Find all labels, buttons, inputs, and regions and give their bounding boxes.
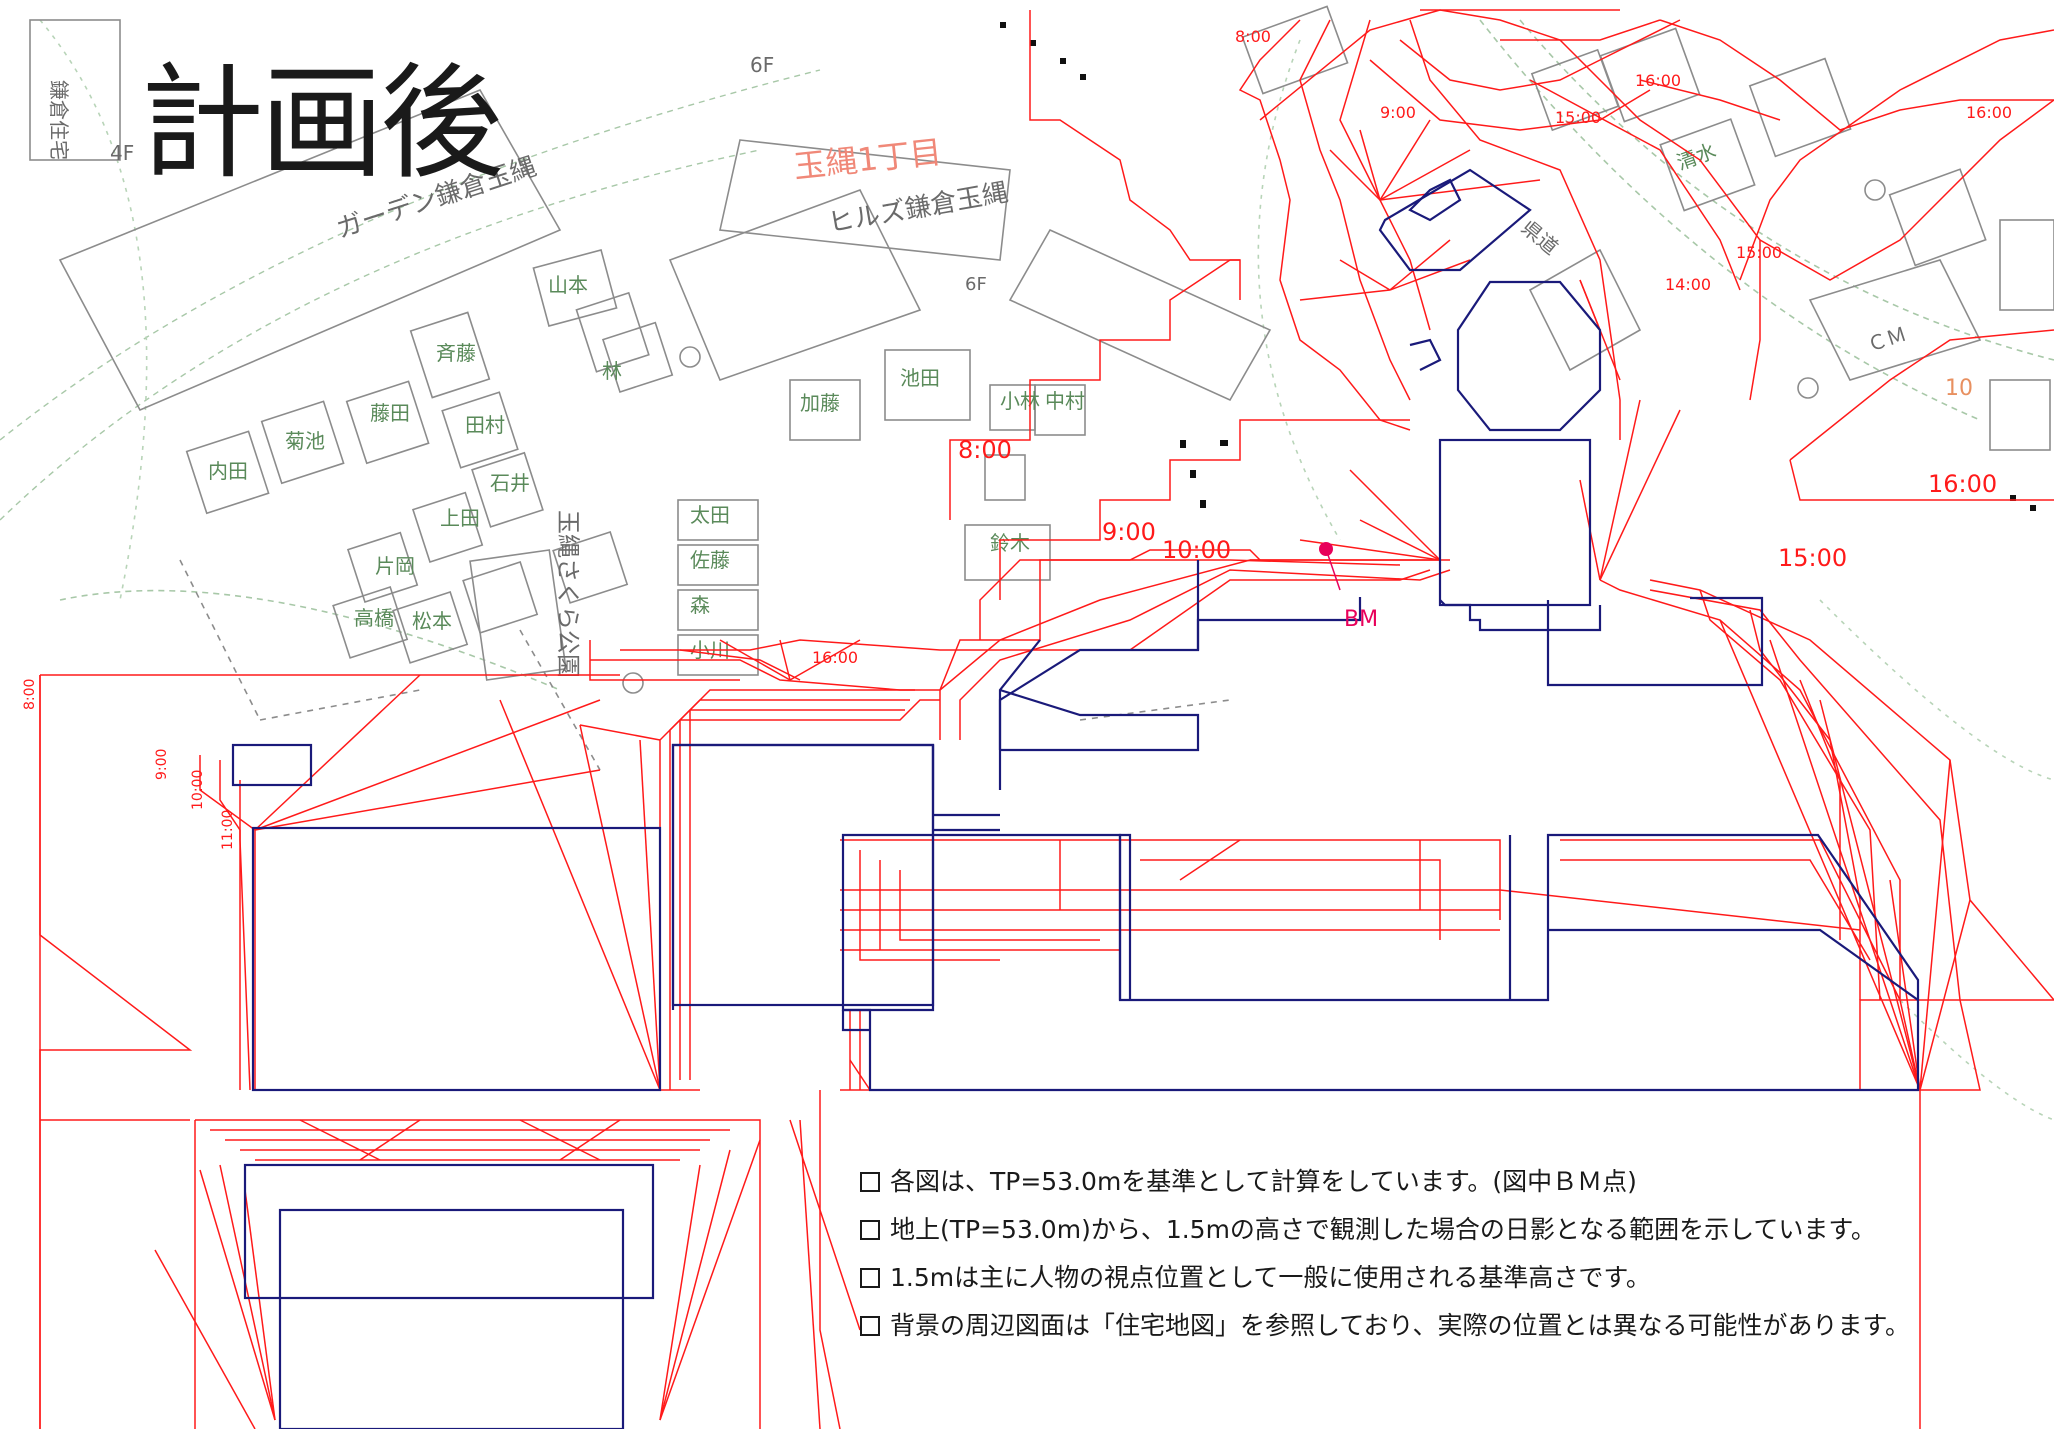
time-label-900-mid: 9:00 xyxy=(1102,518,1156,546)
label-cm: ＣＭ xyxy=(1864,322,1909,357)
building-center-main xyxy=(841,833,1920,1092)
house-label-mori: 森 xyxy=(690,593,710,617)
house-label-ishii: 石井 xyxy=(490,471,530,495)
label-floor-4f: 4F xyxy=(110,141,134,165)
note-item: 背景の周辺図面は「住宅地図」を参照しており、実際の位置とは異なる可能性があります… xyxy=(860,1302,1910,1350)
house-label-yamamoto: 山本 xyxy=(548,273,588,297)
building-tower-base xyxy=(1438,438,1592,607)
time-label-1400-e: 14:00 xyxy=(1665,275,1711,294)
label-house-a: 鎌倉住宅 xyxy=(47,80,71,160)
house-label-fujita: 藤田 xyxy=(370,401,410,425)
time-label-1500-ne: 15:00 xyxy=(1555,108,1601,127)
note-text: 1.5mは主に人物の視点位置として一般に使用される基準高さです。 xyxy=(890,1263,1651,1292)
note-item: 1.5mは主に人物の視点位置として一般に使用される基準高さです。 xyxy=(860,1254,1910,1302)
house-label-ota: 太田 xyxy=(690,503,730,527)
benchmark-marker: BM xyxy=(1319,542,1378,632)
time-label-1000-left: 10:00 xyxy=(190,770,206,810)
house-label-hayashi: 林 xyxy=(602,359,622,383)
label-road: 県道 xyxy=(1517,215,1563,259)
time-label-900-ne: 9:00 xyxy=(1380,103,1416,122)
building-west-annex xyxy=(231,743,313,787)
note-text: 背景の周辺図面は「住宅地図」を参照しており、実際の位置とは異なる可能性があります… xyxy=(890,1311,1911,1340)
time-label-800-mid: 8:00 xyxy=(958,436,1012,464)
house-label-matsumoto: 松本 xyxy=(412,609,452,633)
time-label-1600-low: 16:00 xyxy=(812,648,858,667)
house-label-suzuki: 鈴木 xyxy=(990,531,1030,555)
time-label-1500-e: 15:00 xyxy=(1736,243,1782,262)
label-park: 玉縄さくら公園 xyxy=(554,510,582,678)
time-label-800-left: 8:00 xyxy=(22,679,38,710)
note-item: 地上(TP=53.0m)から、1.5mの高さで観測した場合の日影となる範囲を示し… xyxy=(860,1206,1910,1254)
house-labels: 内田 菊池 藤田 林 斉藤 山本 田村 片岡 高橋 松本 上田 石井 加藤 池田… xyxy=(208,138,1719,662)
time-label-900-left: 9:00 xyxy=(154,749,170,780)
house-label-takahashi: 高橋 xyxy=(354,606,394,630)
house-label-ueda: 上田 xyxy=(440,506,480,530)
dotted-boundary xyxy=(1000,22,2036,511)
building-south-inner xyxy=(278,1208,625,1429)
building-tower-octagon xyxy=(1456,280,1602,432)
note-text: 地上(TP=53.0m)から、1.5mの高さで観測した場合の日影となる範囲を示し… xyxy=(890,1215,1876,1244)
note-item: 各図は、TP=53.0mを基準として計算をしています。(図中ＢＭ点) xyxy=(860,1158,1910,1206)
notes-list: 各図は、TP=53.0mを基準として計算をしています。(図中ＢＭ点) 地上(TP… xyxy=(860,1158,1910,1350)
label-building-hills: ヒルズ鎌倉玉縄 xyxy=(826,178,1010,239)
house-label-kobayashi: 小林 xyxy=(1000,389,1040,413)
page-title: 計画後 xyxy=(140,52,504,196)
note-text: 各図は、TP=53.0mを基準として計算をしています。(図中ＢＭ点) xyxy=(890,1167,1637,1196)
house-label-kikuchi: 菊池 xyxy=(285,429,325,453)
checkbox-icon xyxy=(860,1268,880,1288)
house-label-kato: 加藤 xyxy=(800,391,840,415)
house-label-nakamura: 中村 xyxy=(1045,389,1085,413)
time-label-1600-far: 16:00 xyxy=(1966,103,2012,122)
time-label-1000-mid: 10:00 xyxy=(1162,536,1231,564)
house-label-shimizu: 清水 xyxy=(1674,138,1720,174)
label-10: 10 xyxy=(1945,376,1973,401)
building-south-outer xyxy=(243,1163,655,1300)
building-outlines xyxy=(231,168,1920,1429)
time-label-1100-left: 11:00 xyxy=(220,810,236,850)
house-label-kataoka: 片岡 xyxy=(375,554,415,578)
shadow-contours xyxy=(39,9,2054,1429)
label-floor-6f-b: 6F xyxy=(965,274,987,295)
building-tower-north xyxy=(1378,168,1532,272)
time-label-1600-ne: 16:00 xyxy=(1635,71,1681,90)
house-label-ikeda: 池田 xyxy=(900,366,940,390)
house-label-uchida: 内田 xyxy=(208,459,248,483)
checkbox-icon xyxy=(860,1316,880,1336)
benchmark-label: BM xyxy=(1344,607,1378,632)
time-labels: 8:00 9:00 15:00 16:00 16:00 15:00 14:00 … xyxy=(22,27,2012,850)
house-label-sato: 佐藤 xyxy=(690,548,730,572)
building-west xyxy=(251,826,662,1092)
time-label-800-top: 8:00 xyxy=(1235,27,1271,46)
label-building-tamanawa: 玉縄1丁目 xyxy=(792,133,944,186)
building-center-left xyxy=(671,743,935,1007)
time-label-1500-right: 15:00 xyxy=(1778,544,1847,572)
checkbox-icon xyxy=(860,1220,880,1240)
house-label-tamura: 田村 xyxy=(465,413,505,437)
base-map xyxy=(0,5,2054,1121)
house-label-saito: 斉藤 xyxy=(436,341,476,365)
time-label-1600-right: 16:00 xyxy=(1928,470,1997,498)
label-floor-6f: 6F xyxy=(750,53,774,77)
checkbox-icon xyxy=(860,1172,880,1192)
